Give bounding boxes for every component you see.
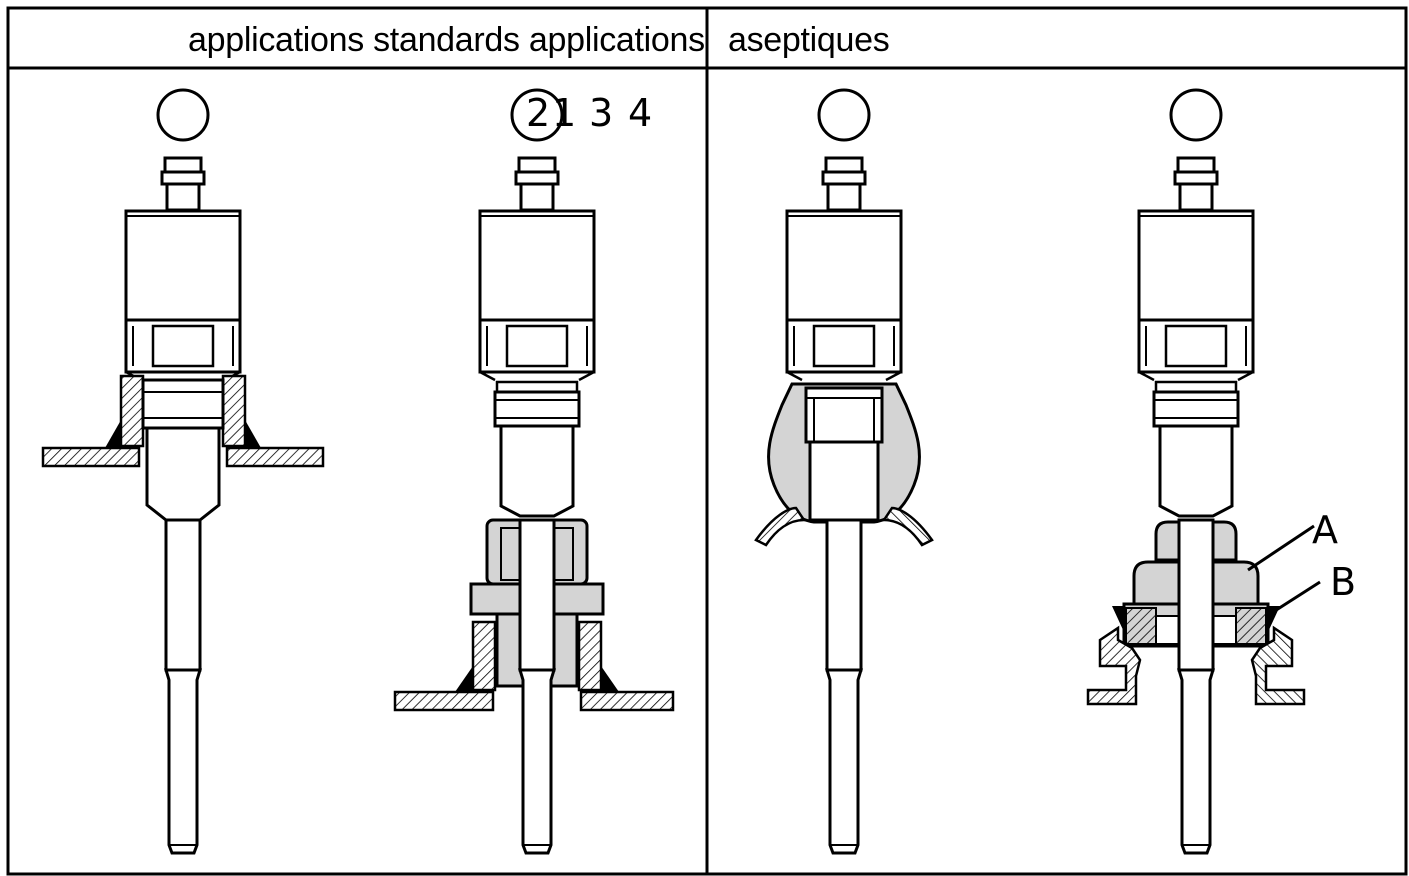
callout-circle-2	[510, 88, 564, 142]
figure-1-weld-adapter	[41, 156, 325, 855]
figure-4-aseptic-seal	[1086, 156, 1321, 855]
callout-circle-3	[817, 88, 871, 142]
part-label-b: B	[1330, 560, 1357, 604]
label-b-leader	[1269, 580, 1321, 616]
figure-3-aseptic-clamp	[754, 156, 934, 855]
label-a-leader	[1247, 524, 1315, 572]
header-standard-label: applications standards applications	[188, 21, 705, 59]
callout-number-4: 4	[628, 91, 653, 135]
callout-number-2: 2	[526, 91, 551, 135]
callout-number-3: 3	[589, 91, 614, 135]
header-aseptic-label: aseptiques	[728, 21, 890, 59]
part-label-a: A	[1312, 508, 1338, 552]
callout-circle-1	[156, 88, 210, 142]
figure-2-standard-adapter	[393, 156, 675, 855]
callout-circle-4	[1169, 88, 1223, 142]
callout-number-1: 1	[552, 91, 577, 135]
